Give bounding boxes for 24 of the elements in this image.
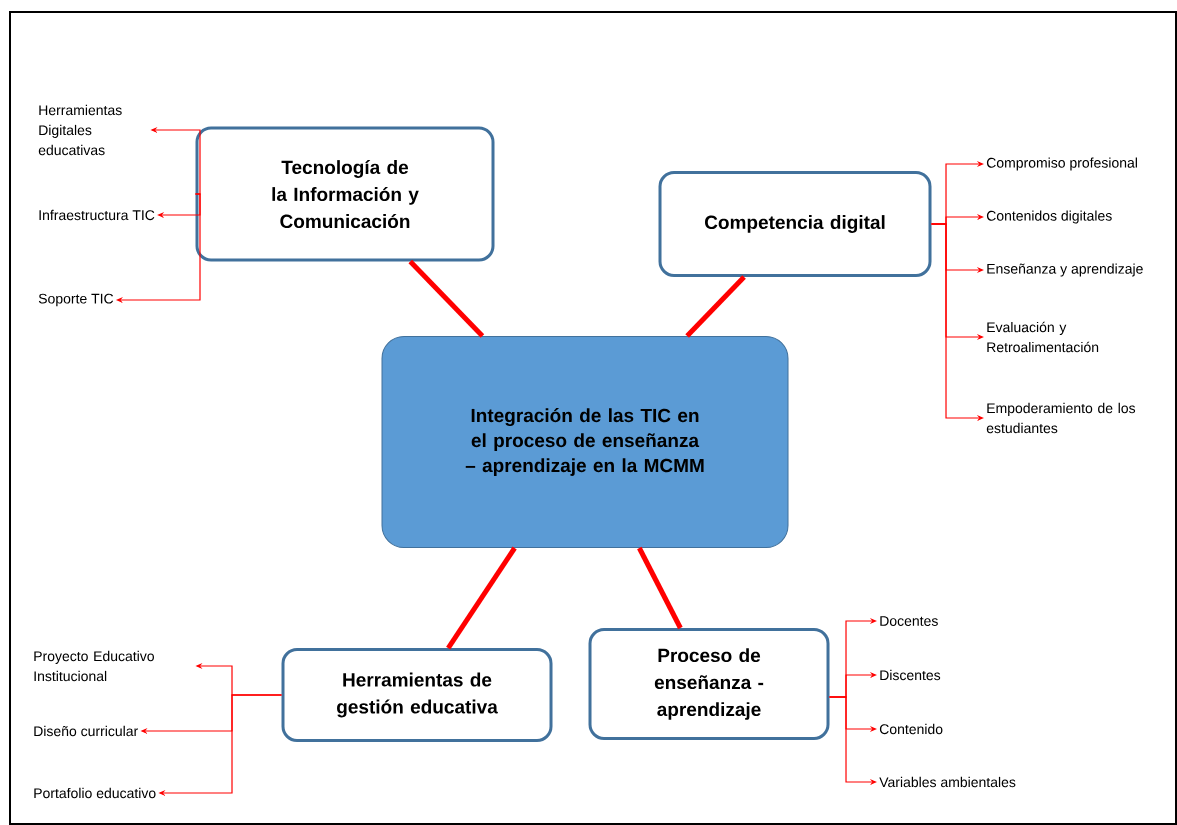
item-label: Infraestructura TIC	[39, 209, 155, 221]
category-box: Herramientas de gestión educativa	[281, 648, 553, 742]
category-box: Competencia digital	[658, 171, 932, 277]
item-label: Evaluación y Retroalimentación	[987, 321, 1099, 353]
item-label: Compromiso profesional	[986, 157, 1137, 171]
item-label: Docentes	[880, 616, 938, 626]
item-label: Contenido	[879, 723, 943, 735]
item-label: Contenidos digitales	[986, 210, 1112, 224]
item-label: Enseñanza y aprendizaje	[987, 263, 1143, 277]
category-box: Tecnología de la Información y Comunicación	[195, 126, 495, 262]
item-label: Empoderamiento de los estudiantes	[986, 402, 1136, 434]
item-label: Proyecto Educativo Institucional	[34, 650, 154, 682]
item-label: Herramientas Digitales educativas	[38, 104, 122, 156]
connector-line	[408, 259, 485, 338]
item-label: Discentes	[880, 669, 941, 681]
item-label: Soporte TIC	[38, 293, 114, 307]
connector-line	[685, 275, 746, 338]
item-label: Variables ambientales	[879, 776, 1016, 788]
connector-line	[637, 546, 683, 630]
item-label: Portafolio educativo	[34, 787, 156, 799]
topic-box: Integración de las TIC en el proceso de enseñanza – aprendizaje en la MCMM	[381, 336, 789, 548]
category-box: Proceso de enseñanza - aprendizaje	[588, 628, 830, 740]
connector-line	[446, 546, 517, 650]
item-label: Diseño curricular	[34, 725, 138, 737]
